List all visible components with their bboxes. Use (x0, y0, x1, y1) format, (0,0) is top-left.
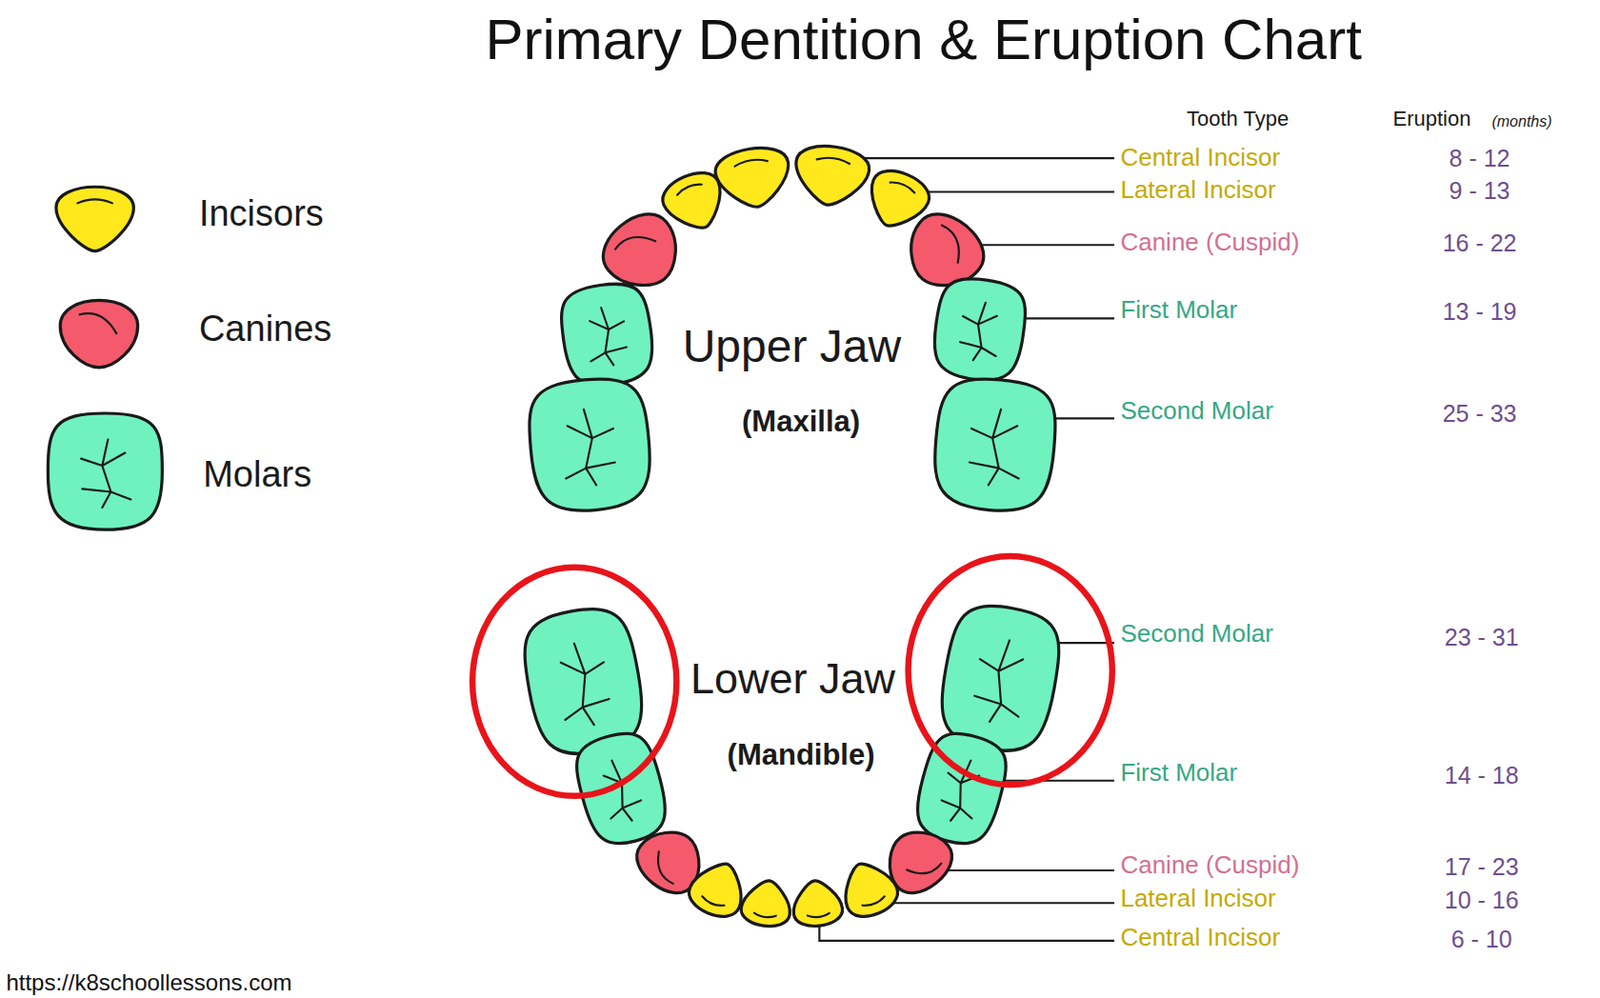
tooth (712, 142, 795, 213)
tooth-crown (930, 374, 1060, 515)
tooth-crown (790, 878, 845, 929)
legend-label: Molars (202, 454, 312, 497)
legend-item (47, 413, 162, 530)
tooth-fissure (648, 851, 684, 884)
column-header: Tooth Type (1186, 107, 1289, 132)
eruption-months: 10 - 16 (1444, 886, 1520, 915)
tooth (929, 274, 1031, 386)
tooth-crown (739, 877, 794, 929)
tooth (930, 374, 1060, 515)
tooth-fissure (560, 406, 619, 488)
tooth-type: Second Molar (1120, 620, 1273, 649)
tooth-type: Canine (Cuspid) (1120, 851, 1300, 880)
tooth-fissure (890, 179, 917, 193)
legend-swatch (60, 300, 138, 367)
tooth-crown (834, 854, 903, 923)
swatch-mark (80, 439, 131, 507)
swatch-mark (80, 313, 118, 334)
leader-line (846, 157, 1115, 160)
eruption-months: 25 - 33 (1442, 400, 1518, 428)
eruption-months: 8 - 12 (1449, 144, 1511, 173)
source-url: https://k8schoollessons.com (5, 969, 292, 997)
leader-line (877, 901, 1115, 904)
jaw-name: Upper Jaw (682, 320, 901, 374)
highlight-rings (472, 556, 1113, 797)
eruption-months: 23 - 31 (1444, 622, 1520, 651)
column-header: Eruption (1393, 107, 1472, 132)
tooth-fissure (552, 639, 615, 730)
legend-item (56, 186, 134, 251)
leader-line (908, 190, 1115, 193)
tooth-type: Lateral Incisor (1120, 884, 1276, 914)
tooth-fissure (807, 913, 830, 919)
tooth-type: Canine (Cuspid) (1120, 228, 1300, 258)
tooth-fissure (929, 224, 971, 263)
eruption-months: 13 - 19 (1442, 297, 1518, 325)
tooth-fissure (676, 181, 702, 196)
jaw-latin-name: (Maxilla) (741, 404, 860, 440)
tooth-fissure (966, 406, 1025, 488)
tooth (834, 854, 903, 923)
tooth-crown (712, 142, 795, 213)
tooth-fissure (583, 304, 630, 368)
eruption-months: 6 - 10 (1451, 924, 1513, 953)
tooth-fissure (906, 850, 942, 883)
tooth-type: Central Incisor (1120, 143, 1280, 173)
tooth-crown (557, 279, 659, 391)
legend-label: Canines (199, 308, 332, 351)
tooth (790, 878, 845, 929)
tooth-fissure (862, 896, 886, 908)
tooth-fissure (969, 636, 1032, 727)
eruption-months: 9 - 13 (1449, 177, 1511, 205)
legend-item (60, 300, 138, 367)
eruption-months: 16 - 22 (1442, 229, 1518, 258)
tooth (557, 279, 659, 391)
leader-line (819, 918, 1115, 941)
legend-swatch (47, 413, 162, 530)
teeth (517, 141, 1067, 929)
tooth (524, 374, 655, 515)
highlight-ring (908, 556, 1113, 785)
swatch-mark (77, 199, 113, 203)
eruption-months: 14 - 18 (1444, 761, 1520, 790)
highlight-ring (472, 567, 677, 797)
tooth-fissure (817, 156, 851, 164)
column-unit: (months) (1491, 112, 1552, 130)
tooth-fissure (753, 913, 776, 920)
chart-title: Primary Dentition & Eruption Chart (484, 5, 1361, 72)
legend-swatches (47, 186, 162, 530)
tooth-crown (929, 274, 1031, 386)
tooth-crown (524, 374, 655, 515)
tooth-type: Second Molar (1120, 397, 1273, 426)
tooth-fissure (700, 896, 724, 909)
legend-swatch (56, 186, 134, 251)
jaw-name: Lower Jaw (690, 654, 896, 704)
tooth-type: Central Incisor (1120, 923, 1280, 953)
legend-label: Incisors (199, 193, 324, 236)
tooth-fissure (936, 756, 986, 827)
tooth-type: Lateral Incisor (1120, 176, 1276, 205)
jaw-latin-name: (Mandible) (727, 738, 876, 773)
leader-line (928, 869, 1115, 872)
tooth-fissure (614, 225, 656, 265)
leader-lines (819, 158, 1115, 941)
eruption-months: 17 - 23 (1444, 852, 1520, 880)
tooth-type: First Molar (1120, 759, 1238, 788)
tooth-fissure (957, 300, 1003, 363)
tooth (791, 141, 873, 210)
tooth-crown (791, 141, 873, 210)
tooth (739, 877, 794, 929)
tooth-fissure (734, 158, 768, 167)
tooth-type: First Molar (1120, 296, 1238, 325)
